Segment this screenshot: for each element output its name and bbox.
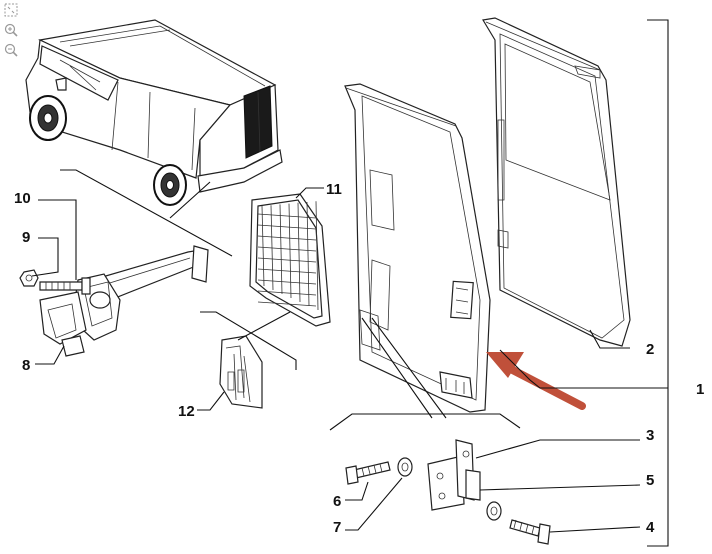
callout-11: 11 (326, 181, 342, 198)
callout-9: 9 (22, 229, 30, 246)
door-check-strap (19, 245, 209, 357)
van-illustration (25, 19, 283, 206)
callout-3: 3 (646, 427, 654, 444)
direction-arrow (486, 352, 586, 410)
callout-4: 4 (646, 519, 655, 536)
callout-6: 6 (333, 493, 341, 510)
callout-12: 12 (178, 403, 195, 420)
viewer-toolbar (3, 2, 19, 62)
rear-door-outer (482, 17, 631, 347)
callout-8: 8 (22, 357, 30, 374)
hinge-assembly (345, 439, 551, 545)
callout-10: 10 (14, 190, 31, 207)
callout-2: 2 (646, 341, 654, 358)
zoom-in-icon[interactable] (3, 22, 19, 38)
rear-door-inner (344, 83, 491, 413)
callout-labels: 1 2 3 4 5 6 7 8 9 10 11 12 (14, 181, 704, 536)
callout-5: 5 (646, 472, 654, 489)
fit-view-icon[interactable] (3, 2, 19, 18)
hinge-cover (219, 335, 263, 409)
window-grille (249, 193, 331, 327)
callout-1: 1 (696, 381, 704, 398)
van-leader-line (169, 181, 211, 219)
callout-7: 7 (333, 519, 341, 536)
leader-lines (31, 19, 669, 547)
zoom-out-icon[interactable] (3, 42, 19, 58)
